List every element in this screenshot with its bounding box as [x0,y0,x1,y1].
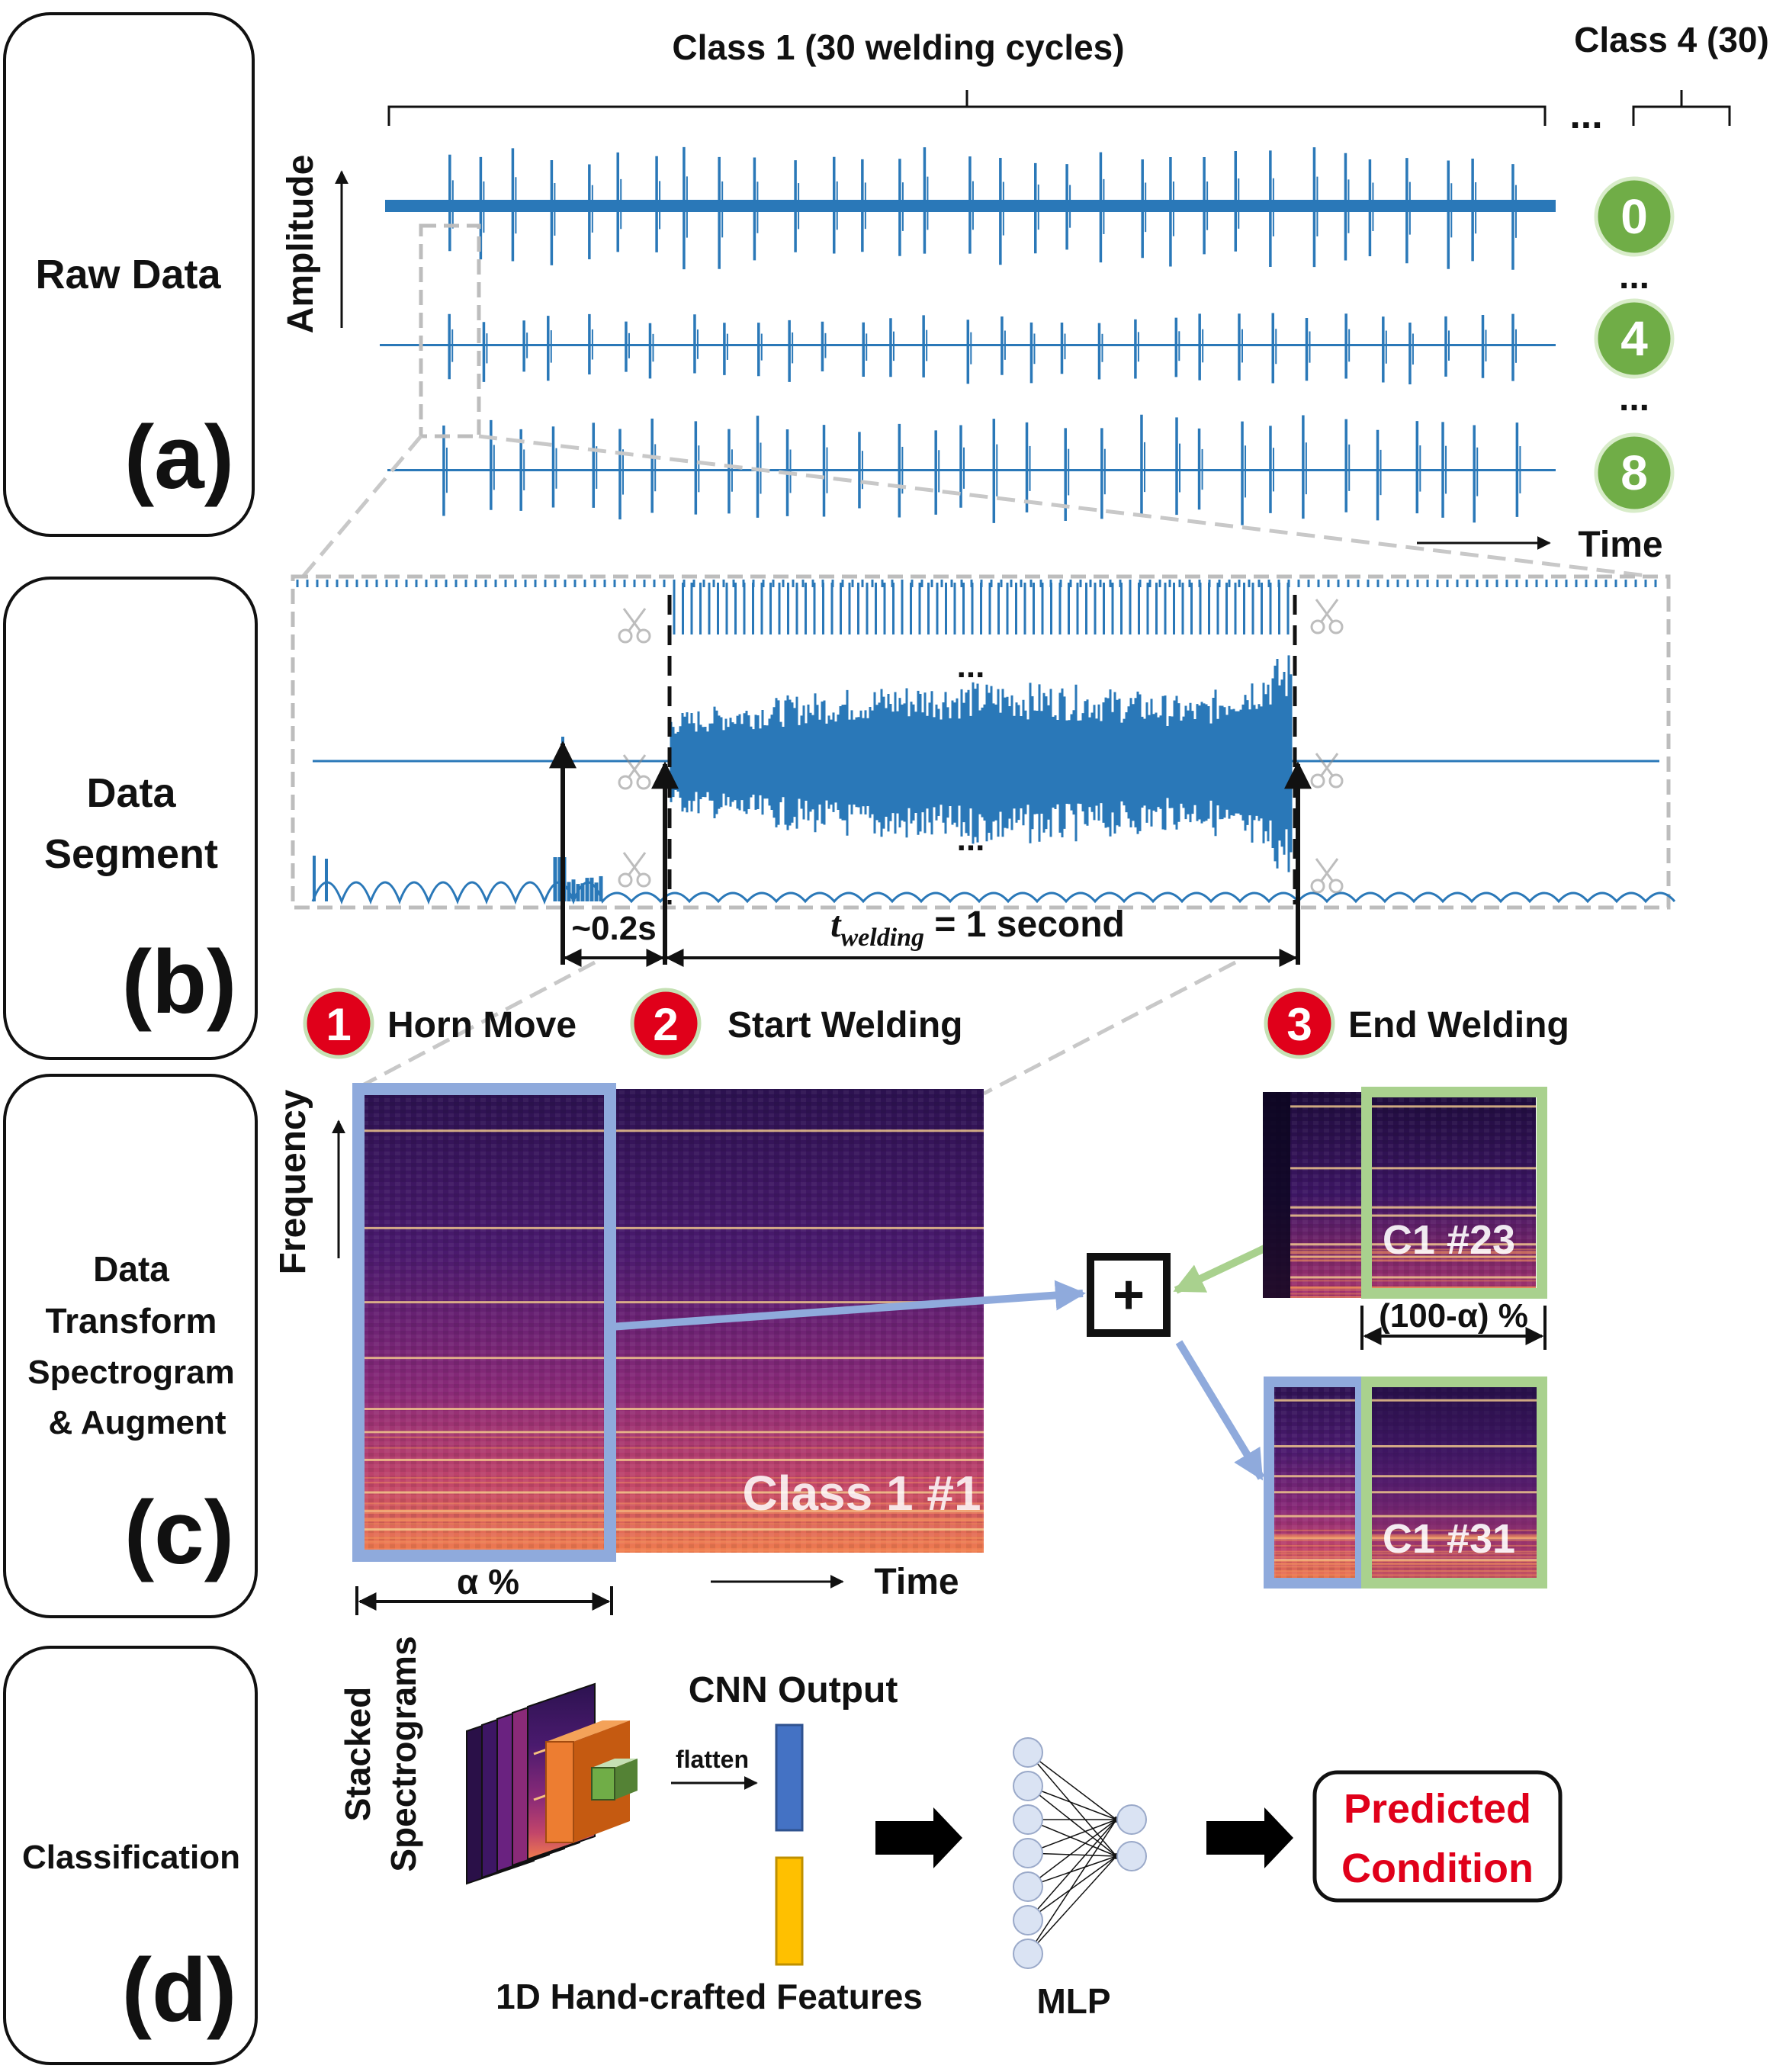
scissors-icons [618,599,1344,894]
amplitude-label: Amplitude [281,155,321,334]
svg-text:4: 4 [1620,311,1648,366]
stacked-label-line1: Stacked [338,1687,377,1821]
alpha-to-combine-arrow [609,1280,1086,1331]
spectrogram-c1-23 [1263,1092,1536,1298]
mlp-network-icon [1013,1737,1147,1969]
handcrafted-features-vector [775,1856,804,1966]
svg-text:2: 2 [653,999,678,1050]
panel-c-title-line3: Spectrogram [27,1354,234,1391]
time-label-a: Time [1578,525,1662,565]
time-label-c: Time [874,1562,959,1602]
segment-zoom-box [291,574,1671,910]
svg-text:8: 8 [1620,445,1648,500]
class1-brace [387,90,1547,126]
cnn-output-label: CNN Output [689,1670,898,1711]
svg-text:Horn Move: Horn Move [387,1005,577,1046]
combine-to-output-arrow [1175,1340,1265,1481]
panel-c-title-line1: Data [93,1249,169,1289]
panel-b-frame [3,577,258,1060]
panel-b-letter: (b) [122,932,237,1033]
class-ellipsis: ... [1569,93,1602,137]
badge-ellipsis-1: ... [1619,256,1649,297]
event-horn-move: 1 Horn Move [303,988,577,1059]
panel-d-title: Classification [22,1839,240,1876]
panel-c-frame [3,1074,258,1618]
panel-c-title-line4: & Augment [48,1404,226,1441]
predicted-condition-box [1312,1770,1563,1903]
class4-label: Class 4 (30) [1574,20,1769,59]
panel-b-title-line1: Data [86,770,176,816]
main-spectrogram-label: Class 1 #1 [742,1466,981,1521]
c1-31-label: C1 #31 [1383,1516,1515,1562]
svg-text:1: 1 [326,999,351,1050]
svg-text:End Welding: End Welding [1348,1005,1569,1046]
panel-a-frame [3,12,255,537]
cnn-output-vector [775,1723,804,1832]
alpha-window-frame [352,1083,616,1562]
raw-signal-traces [380,146,1556,525]
panel-b-title-line2: Segment [44,831,218,877]
event-end-welding: 3 End Welding [1264,988,1569,1059]
class4-brace [1632,90,1731,126]
svg-text:0: 0 [1620,189,1648,244]
to-prediction-arrow [1206,1807,1293,1868]
handcrafted-features-label: 1D Hand-crafted Features [496,1977,923,2016]
panel-d-letter: (d) [122,1940,237,2041]
c1-23-complement-frame [1361,1087,1547,1299]
c1-23-label: C1 #23 [1383,1217,1515,1263]
spectrogram-c1-31 [1267,1380,1543,1580]
complement-label: (100-α) % [1379,1297,1528,1335]
stacked-label-line2: Spectrograms [384,1636,423,1871]
combine-plus: + [1113,1264,1145,1325]
frequency-label: Frequency [273,1089,313,1274]
event-start-welding: 2 Start Welding [630,988,962,1059]
spec-connector-right [982,960,1237,1096]
segment-dots-top: ... [957,647,985,685]
to-mlp-arrow [875,1807,962,1868]
zoom-selection-box [419,223,481,438]
segment-dots-bottom: ... [957,821,985,858]
alpha-label: α % [457,1562,519,1601]
predicted-line2: Condition [1341,1846,1534,1891]
badge-ellipsis-2: ... [1619,378,1649,419]
flatten-label: flatten [676,1746,749,1773]
panel-c-title-line2: Transform [46,1301,217,1341]
interval-label: ~0.2s [571,910,656,947]
class1-label: Class 1 (30 welding cycles) [672,27,1124,67]
c1-31-complement-frame [1361,1377,1547,1589]
panel-a-letter: (a) [124,407,234,508]
condition-badge-0: 0 [1594,176,1675,257]
cnn-block-icon [545,1720,638,1843]
panel-a-title: Raw Data [35,252,221,297]
panel-d-frame [3,1646,258,2065]
panel-c-letter: (c) [124,1483,234,1583]
zoom-connector-right [478,434,1648,578]
condition-badge-8: 8 [1594,432,1675,513]
welding-duration-label: twelding = 1 second [830,904,1125,952]
spec-connector-left [357,960,596,1090]
predicted-line1: Predicted [1344,1786,1531,1832]
combine-operator [1087,1253,1171,1337]
condition-badge-4: 4 [1594,298,1675,379]
zoom-connector-left [302,435,422,577]
c1-31-alpha-frame [1264,1377,1366,1589]
mlp-label: MLP [1036,1981,1110,2021]
segment-signal-traces [296,580,1676,905]
svg-text:3: 3 [1286,999,1312,1050]
svg-text:Start Welding: Start Welding [728,1005,962,1046]
